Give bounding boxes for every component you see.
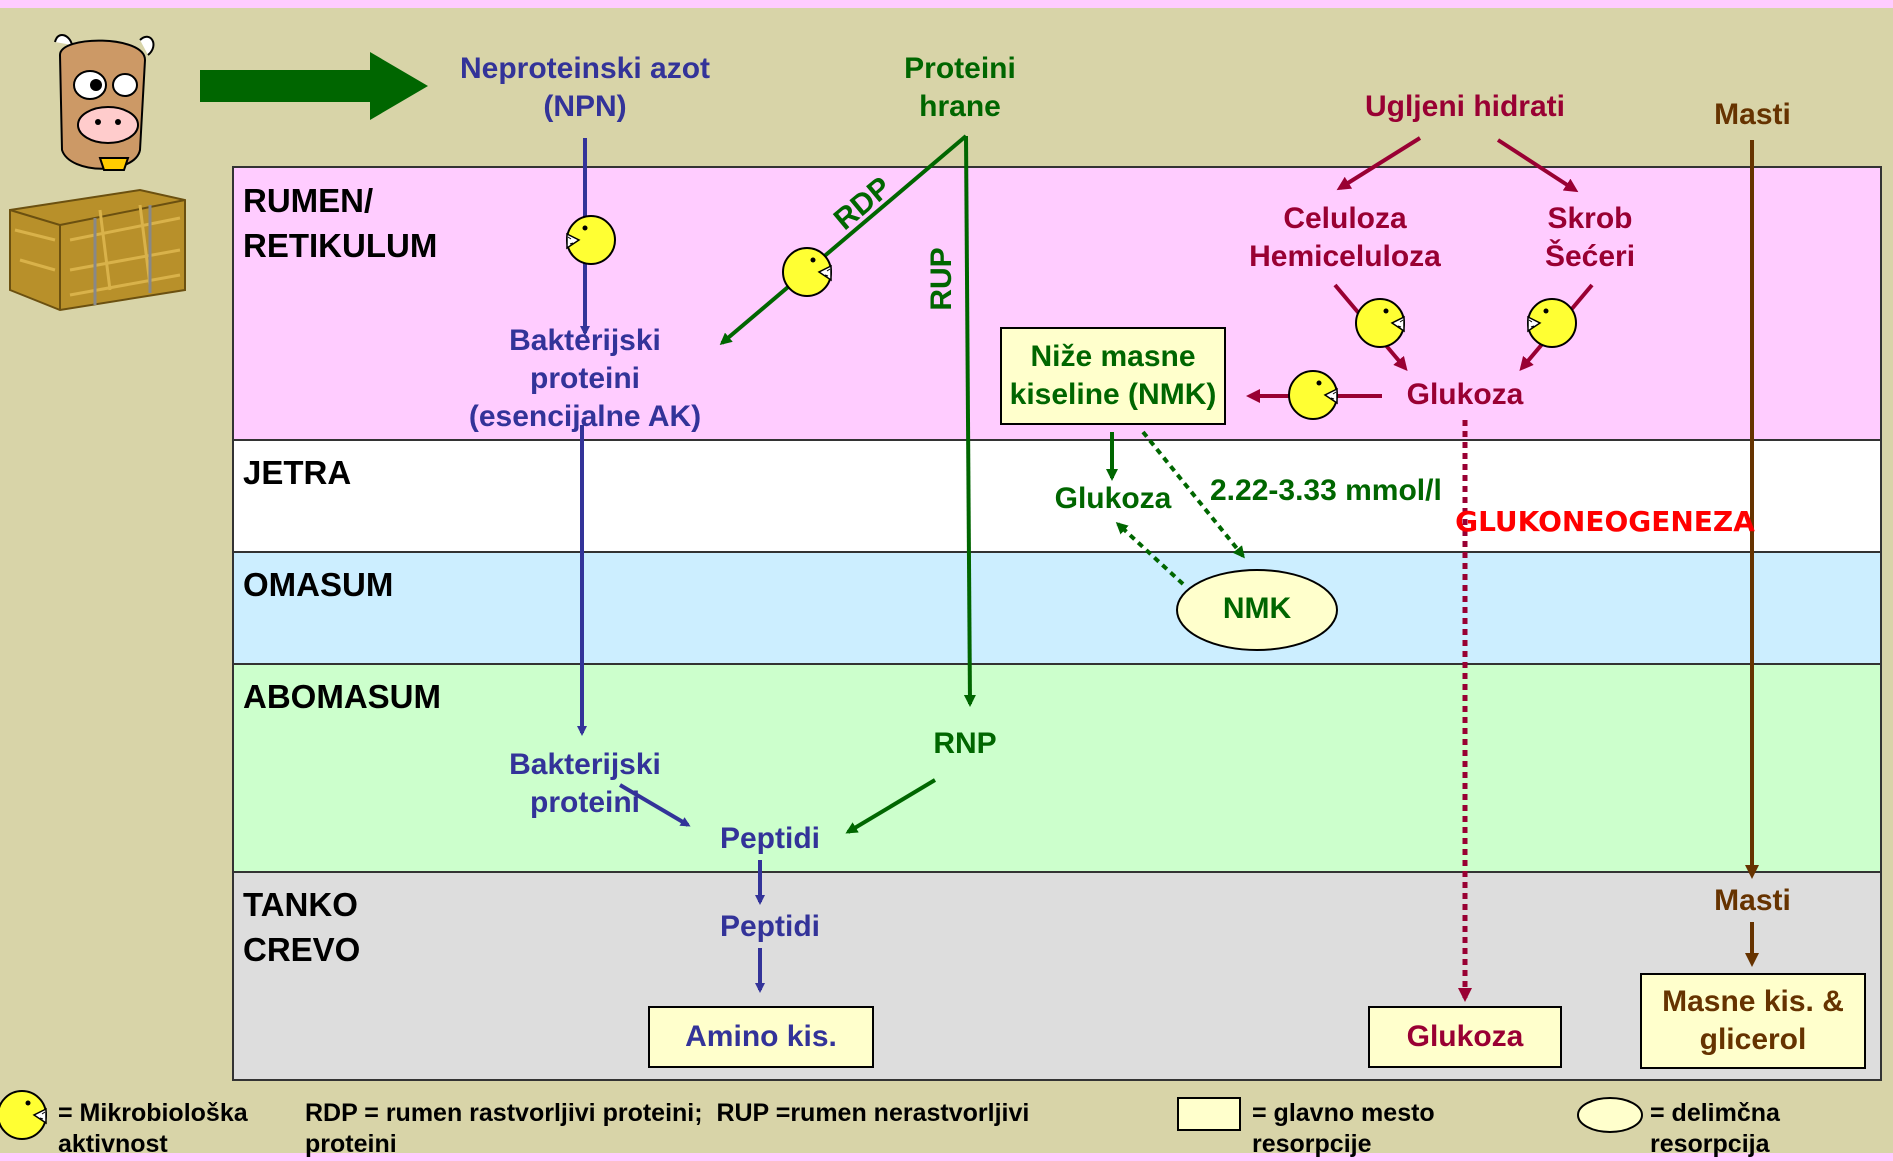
microbe-icon (566, 215, 616, 265)
arrow-uh-celuloza (1336, 136, 1422, 191)
node-proteini-hrane: Proteini hrane (904, 52, 1016, 123)
zone-label-tanko-crevo: TANKO CREVO (243, 886, 361, 968)
zone-jetra (232, 439, 1882, 553)
node-masti-crevo: Masti (1714, 884, 1791, 917)
legend-microbe: = Mikrobiološka aktivnost (58, 1099, 248, 1158)
node-glukoza-crevo: Glukoza (1368, 1006, 1562, 1068)
node-nize-masne: Niže masne kiseline (NMK) (1000, 327, 1226, 425)
node-peptidi-2: Peptidi (719, 910, 820, 943)
node-peptidi-1: Peptidi (719, 822, 820, 855)
node-masti-top: Masti (1714, 98, 1791, 131)
nmk-ellipse (1176, 569, 1338, 651)
legend-main: = glavno mesto resorpcije (1252, 1099, 1435, 1158)
arrow-rnp-peptidi (845, 778, 937, 834)
node-skrob: Skrob Šećeri (1544, 202, 1636, 273)
zone-label-abomasum: ABOMASUM (243, 678, 441, 715)
node-glukoza-rumen: Glukoza (1406, 378, 1524, 411)
node-bakterijski-rumen: Bakterijski proteini (esencijalne AK) (468, 324, 702, 433)
zone-label-omasum: OMASUM (243, 566, 394, 603)
frame-top (0, 0, 1893, 8)
node-glukoneogeneza: GLUKONEOGENEZA (1455, 505, 1755, 538)
node-mmol: 2.22-3.33 mmol/l (1210, 474, 1442, 507)
node-glukoza-jetra: Glukoza (1054, 482, 1172, 515)
legend-abbrev: RDP = rumen rastvorljivi proteini; RUP =… (305, 1099, 1030, 1158)
legend-partial: = delimčna resorpcija (1650, 1099, 1780, 1158)
zone-tanko-crevo (232, 871, 1882, 1081)
node-bakterijski-abomasum: Bakterijski proteini (509, 748, 661, 819)
zone-omasum (232, 551, 1882, 665)
arrow-omasum-glukoza (1115, 521, 1185, 586)
arrow-rdp (719, 134, 968, 345)
node-celuloza: Celuloza Hemiceluloza (1249, 202, 1441, 273)
node-nmk: NMK (1222, 592, 1292, 625)
microbe-icon (782, 247, 832, 297)
microbe-icon (1288, 370, 1338, 420)
zone-label-jetra: JETRA (243, 454, 352, 491)
hay-bale-icon (9, 188, 186, 312)
cow-icon (54, 34, 155, 171)
node-rnp: RNP (933, 727, 997, 760)
frame-bottom (0, 1153, 1893, 1161)
node-masne-kis: Masne kis. & glicerol (1640, 973, 1866, 1069)
arrow-bakterijski-peptidi (618, 783, 691, 827)
microbe-icon (1527, 298, 1577, 348)
node-npn: Neproteinski azot (NPN) (459, 52, 711, 123)
arrow-rup (963, 135, 976, 707)
edge-label-rup: RUP (925, 247, 958, 311)
arrow-nmk-omasum (1141, 430, 1245, 559)
legend-ellipse-icon (1577, 1097, 1643, 1133)
arrow-uh-skrob (1496, 138, 1579, 193)
microbe-icon (1355, 298, 1405, 348)
node-amino: Amino kis. (648, 1006, 874, 1068)
big-arrow-icon (200, 52, 428, 120)
microbe-icon (0, 1090, 47, 1140)
legend-box-icon (1177, 1097, 1241, 1131)
node-ugljeni-hidrati: Ugljeni hidrati (1364, 90, 1565, 123)
zone-label-rumen: RUMEN/ RETIKULUM (243, 182, 438, 264)
